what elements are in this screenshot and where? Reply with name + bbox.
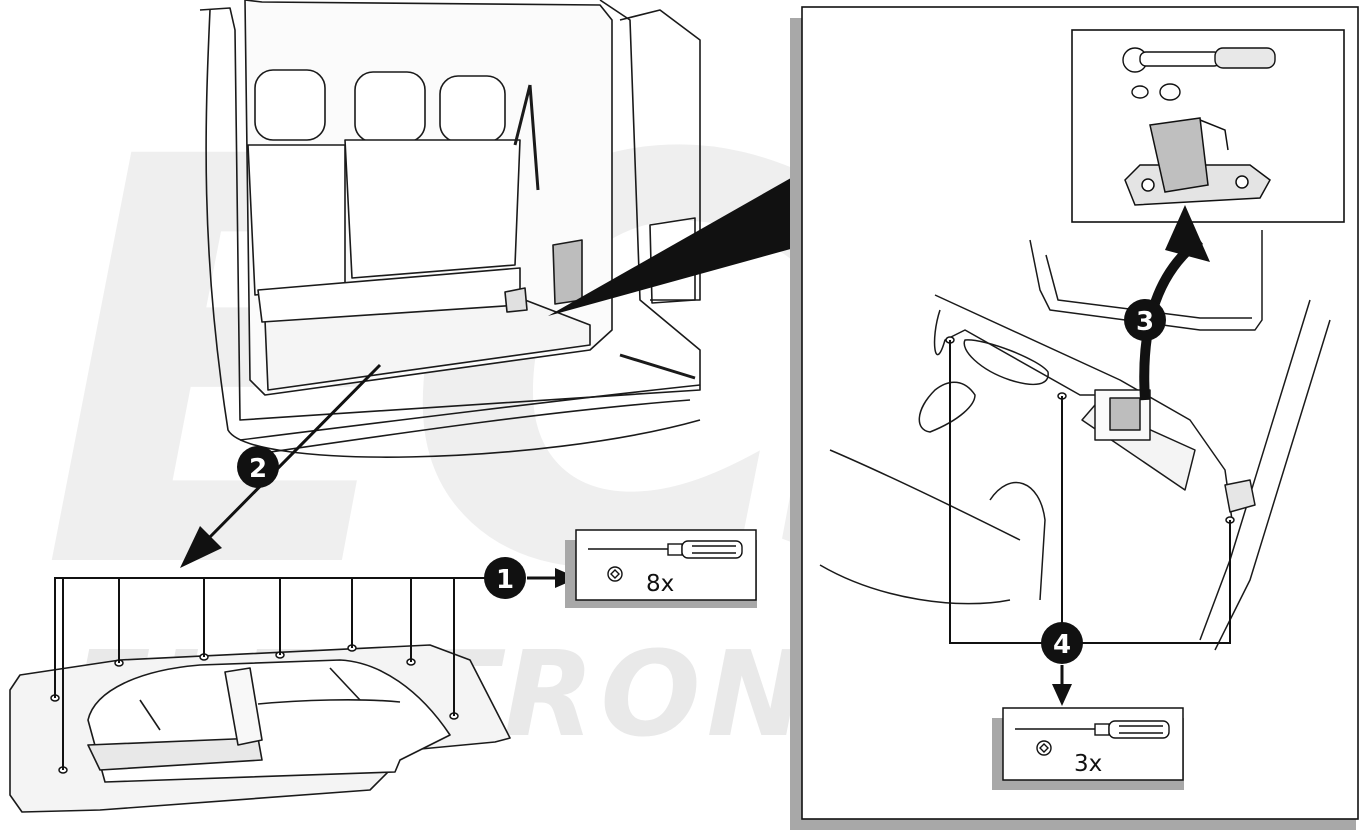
tool-box-2: 3x (992, 707, 1184, 790)
step1-number: 1 (496, 565, 514, 595)
screwdriver-icon (1015, 720, 1170, 739)
step1-badge: 1 (484, 557, 526, 599)
tie-down-hook-icon (1124, 117, 1271, 206)
tool-box-1: 8x (565, 529, 757, 608)
zoom-inset (1071, 29, 1345, 223)
step2-badge: 2 (237, 446, 279, 488)
step4-badge: 4 (1041, 622, 1083, 664)
step1-leader-lines (54, 577, 485, 770)
phillips-head-icon (607, 566, 623, 582)
magnifier-wedge (548, 170, 805, 316)
screwdriver-icon (588, 540, 743, 559)
trim-panel-illustration (819, 230, 1331, 651)
step3-badge: 3 (1124, 299, 1166, 341)
tool-box-1-count: 8x (646, 571, 674, 597)
socket-icon (1131, 83, 1181, 101)
tool-box-2-count: 3x (1074, 751, 1102, 777)
storage-tray-illustration (9, 644, 511, 813)
step4-arrow (1052, 665, 1072, 706)
vehicle-rear-illustration (199, 0, 701, 458)
step2-arrow (180, 363, 382, 568)
step2-number: 2 (249, 454, 267, 484)
phillips-head-icon (1036, 740, 1052, 756)
step4-leader-lines (949, 340, 1231, 644)
step3-number: 3 (1136, 307, 1154, 337)
ratchet-icon (1122, 47, 1276, 73)
step3-arrow (1139, 205, 1210, 401)
step4-number: 4 (1053, 630, 1071, 660)
